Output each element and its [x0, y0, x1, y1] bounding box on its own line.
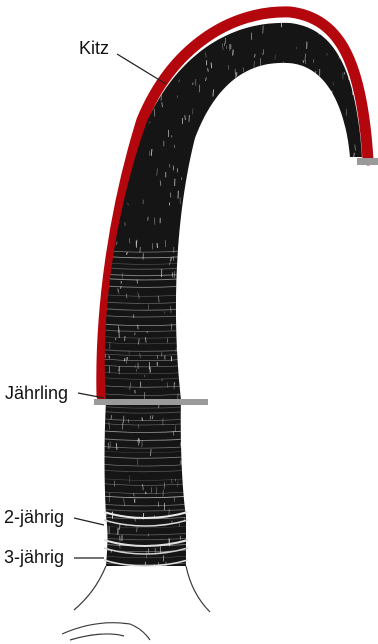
label-jaehrling: Jährling — [5, 383, 68, 403]
kitz-end-marker — [357, 158, 378, 165]
skull-outline — [62, 566, 210, 640]
label-zweijaehrig: 2-jährig — [4, 507, 64, 527]
zweijaehrig-leader — [74, 518, 104, 525]
kitz-leader — [117, 54, 166, 84]
label-dreijaehrig: 3-jährig — [4, 547, 64, 567]
label-kitz: Kitz — [79, 38, 109, 58]
jaehrling-marker — [94, 399, 208, 405]
horn — [96, 19, 366, 575]
